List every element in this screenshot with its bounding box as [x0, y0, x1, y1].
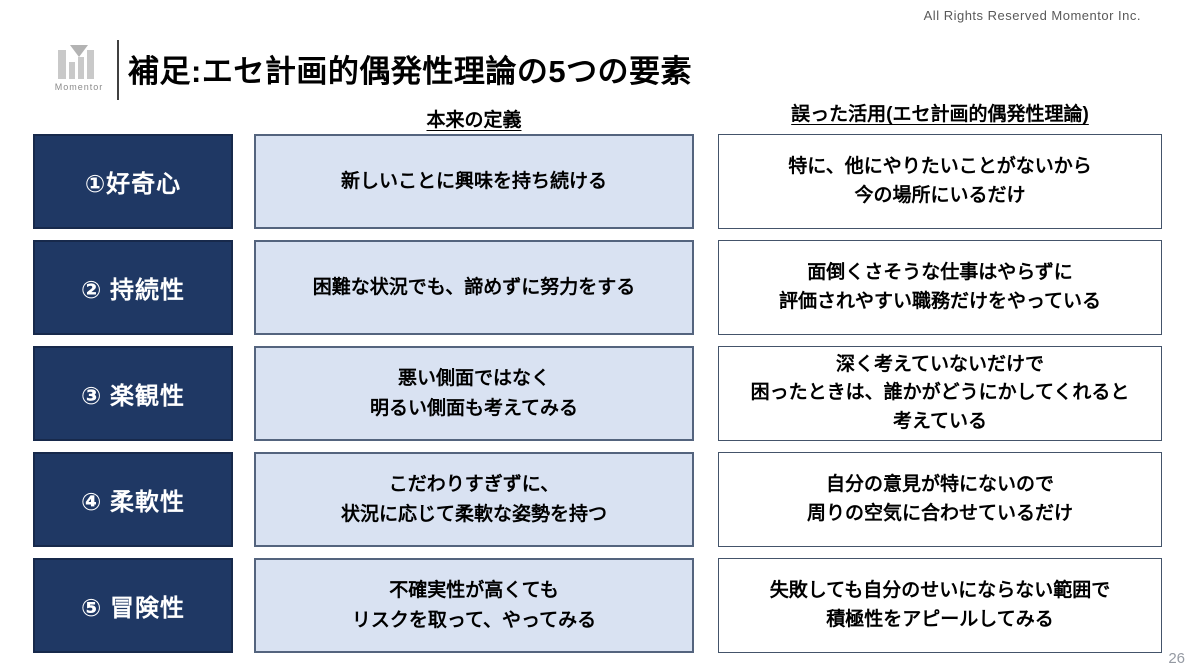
momentor-logo-text: Momentor: [54, 82, 104, 92]
row-label-optimism: ③ 楽観性: [33, 346, 233, 441]
row-misuse-risk-taking: 失敗しても自分のせいにならない範囲で 積極性をアピールしてみる: [718, 558, 1162, 653]
table-row-persistence: ② 持続性 困難な状況でも、諦めずに努力をする 面倒くさそうな仕事はやらずに 評…: [33, 240, 1162, 335]
momentor-logo: Momentor: [50, 45, 108, 92]
table-row-risk-taking: ⑤ 冒険性 不確実性が高くても リスクを取って、やってみる 失敗しても自分のせい…: [33, 558, 1162, 653]
rows-container: ①好奇心 新しいことに興味を持ち続ける 特に、他にやりたいことがないから 今の場…: [33, 134, 1162, 664]
row-misuse-optimism: 深く考えていないだけで 困ったときは、誰かがどうにかしてくれると 考えている: [718, 346, 1162, 441]
row-label-persistence: ② 持続性: [33, 240, 233, 335]
row-misuse-flexibility: 自分の意見が特にないので 周りの空気に合わせているだけ: [718, 452, 1162, 547]
column-header-definition: 本来の定義: [426, 110, 522, 131]
table-row-flexibility: ④ 柔軟性 こだわりすぎずに、 状況に応じて柔軟な姿勢を持つ 自分の意見が特にな…: [33, 452, 1162, 547]
row-label-risk-taking: ⑤ 冒険性: [33, 558, 233, 653]
row-definition-risk-taking: 不確実性が高くても リスクを取って、やってみる: [254, 558, 694, 653]
page-number: 26: [1168, 650, 1185, 667]
copyright-text: All Rights Reserved Momentor Inc.: [923, 8, 1141, 23]
table-row-curiosity: ①好奇心 新しいことに興味を持ち続ける 特に、他にやりたいことがないから 今の場…: [33, 134, 1162, 229]
row-definition-persistence: 困難な状況でも、諦めずに努力をする: [254, 240, 694, 335]
row-definition-optimism: 悪い側面ではなく 明るい側面も考えてみる: [254, 346, 694, 441]
row-misuse-curiosity: 特に、他にやりたいことがないから 今の場所にいるだけ: [718, 134, 1162, 229]
table-row-optimism: ③ 楽観性 悪い側面ではなく 明るい側面も考えてみる 深く考えていないだけで 困…: [33, 346, 1162, 441]
row-label-flexibility: ④ 柔軟性: [33, 452, 233, 547]
row-definition-curiosity: 新しいことに興味を持ち続ける: [254, 134, 694, 229]
momentor-logo-icon: [58, 45, 94, 79]
title-divider: [117, 40, 119, 100]
row-label-curiosity: ①好奇心: [33, 134, 233, 229]
page-title: 補足:エセ計画的偶発性理論の5つの要素: [128, 54, 693, 89]
row-misuse-persistence: 面倒くさそうな仕事はやらずに 評価されやすい職務だけをやっている: [718, 240, 1162, 335]
column-header-misuse: 誤った活用(エセ計画的偶発性理論): [791, 104, 1089, 125]
row-definition-flexibility: こだわりすぎずに、 状況に応じて柔軟な姿勢を持つ: [254, 452, 694, 547]
